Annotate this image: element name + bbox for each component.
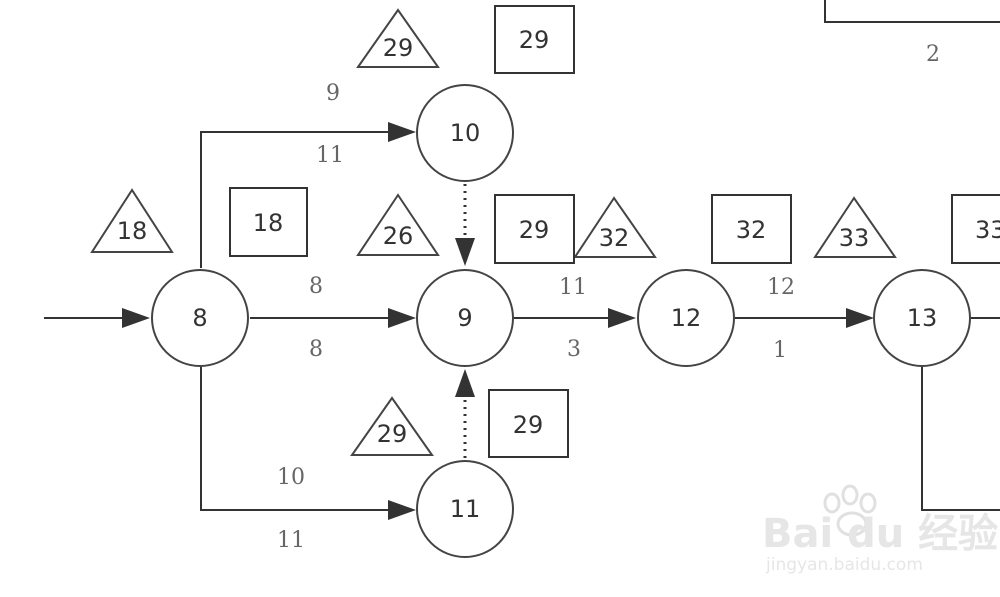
box-10-value: 29 <box>519 26 550 54</box>
node-8: 8 <box>151 269 249 367</box>
edge-8-11-upper-label: 10 <box>277 465 305 490</box>
triangle-10-value: 29 <box>383 34 414 62</box>
node-13-label: 13 <box>907 304 938 332</box>
arrowhead-8-10 <box>388 122 416 142</box>
edge-8-10-lower-label: 11 <box>316 143 344 168</box>
node-9: 9 <box>416 269 514 367</box>
arrowhead-in-8 <box>122 308 150 328</box>
node-13: 13 <box>873 269 971 367</box>
node-9-label: 9 <box>457 304 472 332</box>
edge-12-13-lower-label: 1 <box>773 338 787 363</box>
node-8-label: 8 <box>192 304 207 332</box>
node-10: 10 <box>416 84 514 182</box>
edge-8-10 <box>200 131 390 268</box>
top-right-partial-box <box>824 0 1000 23</box>
node-12: 12 <box>637 269 735 367</box>
triangle-9-value: 26 <box>383 222 414 250</box>
triangle-11: 29 <box>350 396 434 456</box>
box-9-value: 29 <box>519 216 550 244</box>
node-10-label: 10 <box>450 119 481 147</box>
top-right-edge-label: 2 <box>926 42 940 67</box>
box-10: 29 <box>494 5 575 74</box>
triangle-13: 33 <box>813 196 897 258</box>
node-11: 11 <box>416 460 514 558</box>
arrowhead-8-11 <box>388 500 416 520</box>
edge-13-down <box>921 367 1000 511</box>
triangle-8-value: 18 <box>117 217 148 245</box>
edge-9-12-lower-label: 3 <box>567 337 581 362</box>
edge-8-11-lower-label: 11 <box>277 528 305 553</box>
arrowhead-12-13 <box>846 308 874 328</box>
box-13: 33 <box>951 194 1000 264</box>
box-13-value: 33 <box>975 216 1000 244</box>
watermark-url: jingyan.baidu.com <box>765 555 923 575</box>
triangle-10: 29 <box>356 8 440 68</box>
arrowhead-9-12 <box>608 308 636 328</box>
box-9: 29 <box>494 194 575 264</box>
box-12-value: 32 <box>736 216 767 244</box>
triangle-12: 32 <box>573 196 657 258</box>
node-11-label: 11 <box>450 495 481 523</box>
edge-8-10-upper-label: 9 <box>326 81 340 106</box>
edge-8-11 <box>200 367 390 511</box>
box-8: 18 <box>229 187 308 257</box>
arrowhead-11-9 <box>455 369 475 397</box>
box-11: 29 <box>488 389 569 458</box>
duration-labels: 9 11 8 8 10 11 11 3 12 1 2 <box>277 42 940 553</box>
box-12: 32 <box>711 194 792 264</box>
node-12-label: 12 <box>671 304 702 332</box>
edges <box>44 122 1000 520</box>
edge-9-12-upper-label: 11 <box>559 275 587 300</box>
box-11-value: 29 <box>513 411 544 439</box>
triangle-9: 26 <box>356 193 440 256</box>
arrowhead-10-9 <box>455 238 475 266</box>
triangle-11-value: 29 <box>377 420 408 448</box>
edge-8-9-upper-label: 8 <box>309 274 323 299</box>
edge-8-9-lower-label: 8 <box>309 337 323 362</box>
baidu-watermark: Bai du 经验 jingyan.baidu.com <box>762 484 998 575</box>
triangle-8: 18 <box>90 188 174 253</box>
triangle-12-value: 32 <box>599 224 630 252</box>
paw-icon <box>823 484 877 537</box>
watermark-brand: Bai du 经验 <box>762 511 998 557</box>
box-8-value: 18 <box>253 209 284 237</box>
edge-12-13-upper-label: 12 <box>767 275 795 300</box>
triangle-13-value: 33 <box>839 224 870 252</box>
arrowhead-8-9 <box>388 308 416 328</box>
